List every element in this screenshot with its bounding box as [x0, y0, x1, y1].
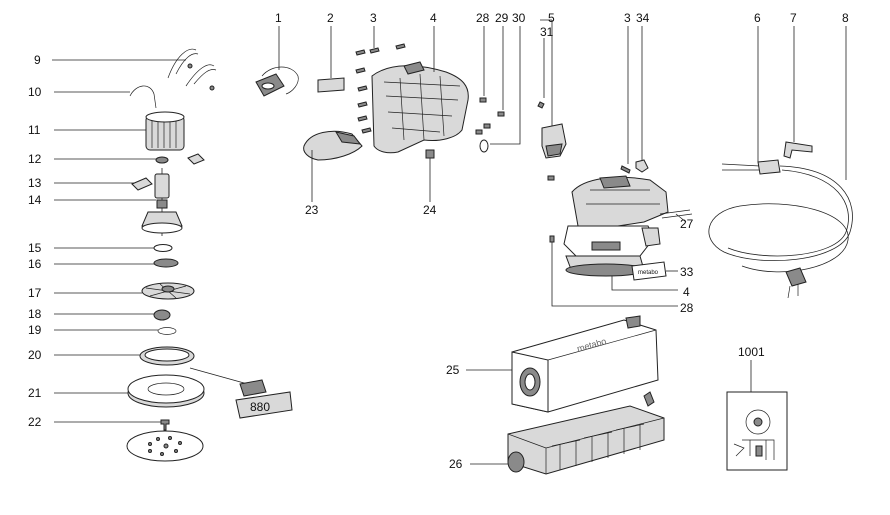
callout-4-lower: 4	[683, 285, 690, 299]
callout-34: 34	[636, 11, 650, 25]
callout-7: 7	[790, 11, 797, 25]
callout-30: 30	[512, 11, 526, 25]
callout-18: 18	[28, 307, 42, 321]
callout-3-right: 3	[624, 11, 631, 25]
callout-3: 3	[370, 11, 377, 25]
small-pins	[475, 97, 505, 153]
callout-16: 16	[28, 257, 42, 271]
brand-label: metabo	[631, 261, 667, 281]
callout-20: 20	[28, 348, 42, 362]
brand-label-text: metabo	[638, 270, 659, 276]
callout-8: 8	[842, 11, 849, 25]
callout-28-lower: 28	[680, 301, 694, 315]
bearing-top	[155, 156, 169, 164]
callout-19: 19	[28, 323, 42, 337]
switch	[255, 66, 299, 97]
callout-24: 24	[423, 203, 437, 217]
armature	[141, 168, 183, 236]
callout-33: 33	[680, 265, 694, 279]
wire-clip	[129, 85, 157, 109]
pin-28	[549, 235, 555, 243]
stator	[145, 111, 185, 151]
pin-small	[547, 175, 555, 181]
callout-26: 26	[449, 457, 463, 471]
callout-28-top: 28	[476, 11, 490, 25]
backing-pad	[127, 374, 205, 408]
housing-half	[371, 61, 469, 154]
callout-17: 17	[28, 286, 42, 300]
assembled-sander	[563, 175, 693, 277]
cable-guard	[721, 159, 781, 175]
callout-2: 2	[327, 11, 334, 25]
pad-screw	[160, 419, 170, 431]
callout-4-top: 4	[430, 11, 437, 25]
clip-nut	[425, 149, 435, 159]
callout-27: 27	[680, 217, 694, 231]
retaining-ring	[157, 327, 177, 335]
knob-34	[635, 159, 649, 173]
callout-14: 14	[28, 193, 42, 207]
dust-clamp	[537, 101, 567, 159]
callout-12: 12	[28, 152, 42, 166]
brush-holder-small	[131, 177, 153, 191]
callout-5: 5	[548, 11, 555, 25]
brush-holder	[187, 153, 205, 165]
callout-21: 21	[28, 386, 42, 400]
callout-10: 10	[28, 85, 42, 99]
housing-screws	[355, 43, 406, 134]
grease-tube-label: 880	[250, 400, 270, 414]
screw-right	[620, 165, 631, 174]
callout-29: 29	[495, 11, 509, 25]
callout-31: 31	[540, 25, 554, 39]
hex-key	[783, 141, 813, 159]
dust-bag: metabo	[511, 315, 659, 413]
carbon-brush-leads	[167, 48, 217, 91]
callout-11: 11	[28, 123, 41, 137]
callout-25: 25	[446, 363, 460, 377]
eccentric-bearing	[153, 309, 171, 321]
fan-nut	[153, 258, 179, 268]
callout-9: 9	[34, 53, 41, 67]
callout-15: 15	[28, 241, 42, 255]
sanding-disc	[126, 430, 204, 462]
left-leaders	[52, 59, 186, 423]
power-cable	[708, 165, 853, 299]
callout-22: 22	[28, 415, 42, 429]
callout-6: 6	[754, 11, 761, 25]
wiring-diagram-box	[726, 391, 788, 471]
label-plate	[317, 77, 345, 93]
fan	[141, 282, 195, 300]
callout-23: 23	[305, 203, 319, 217]
callout-1: 1	[275, 11, 282, 25]
filter-cassette	[507, 391, 665, 475]
switch-cover	[303, 130, 363, 161]
callout-1001: 1001	[738, 345, 765, 359]
callout-13: 13	[28, 176, 42, 190]
washer	[153, 244, 173, 252]
grease-tube: 880	[189, 367, 293, 419]
